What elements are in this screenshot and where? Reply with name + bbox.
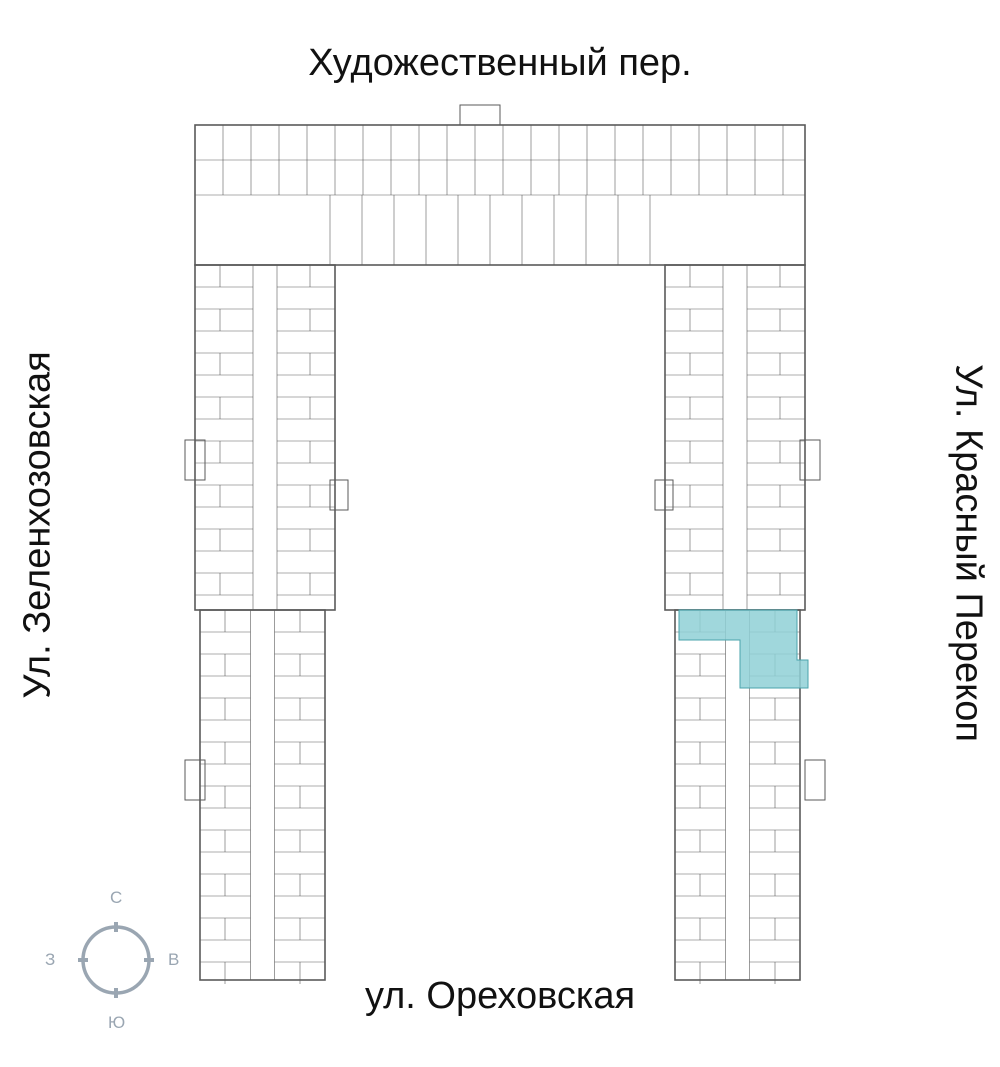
wall (184, 439, 206, 481)
wall (804, 759, 826, 801)
wall (459, 104, 501, 126)
wall (184, 759, 206, 801)
wall (194, 264, 336, 611)
compass-north: С (110, 888, 123, 907)
selected-apartment[interactable] (678, 609, 809, 689)
compass-west: З (45, 950, 56, 969)
compass-icon (78, 922, 154, 998)
street-label-north: Художественный пер. (308, 42, 692, 84)
wall (199, 609, 326, 981)
compass-south: Ю (108, 1013, 126, 1032)
wall (664, 264, 806, 611)
wall (329, 479, 349, 511)
wall (799, 439, 821, 481)
street-label-south: ул. Ореховская (364, 975, 636, 1017)
wall (654, 479, 674, 511)
compass-east: В (168, 950, 180, 969)
